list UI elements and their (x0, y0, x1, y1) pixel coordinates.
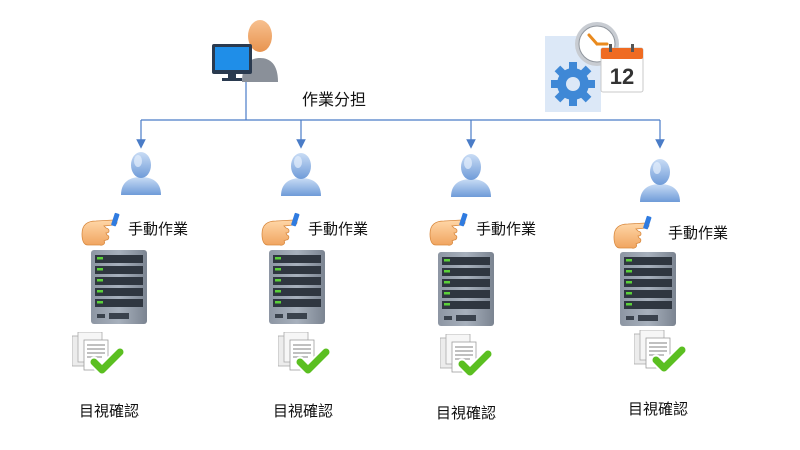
check-label: 目視確認 (436, 404, 497, 422)
document-check-icon (634, 330, 690, 380)
document-check-icon (278, 332, 334, 382)
clock-calendar-gear-icon: 12 (545, 22, 644, 112)
check-label: 目視確認 (273, 402, 334, 420)
user-icon (451, 154, 491, 197)
server-rack-icon (269, 250, 325, 324)
task-label: 手動作業 (128, 220, 189, 238)
document-check-icon (72, 332, 128, 382)
calendar-day: 12 (610, 64, 634, 89)
user-icon (640, 159, 680, 202)
server-rack-icon (91, 250, 147, 324)
server-rack-icon (620, 252, 676, 326)
task-label: 手動作業 (668, 224, 729, 242)
root-label: 作業分担 (302, 90, 367, 109)
task-label: 手動作業 (308, 220, 369, 238)
user-at-computer-icon (212, 20, 278, 82)
check-label: 目視確認 (79, 402, 140, 420)
pointing-hand-icon (613, 215, 653, 249)
check-label: 目視確認 (628, 400, 689, 418)
pointing-hand-icon (261, 212, 301, 246)
user-icon (281, 153, 321, 196)
pointing-hand-icon (81, 212, 121, 246)
pointing-hand-icon (429, 212, 469, 246)
server-rack-icon (438, 252, 494, 326)
user-icon (121, 152, 161, 195)
task-label: 手動作業 (476, 220, 537, 238)
document-check-icon (440, 334, 496, 384)
